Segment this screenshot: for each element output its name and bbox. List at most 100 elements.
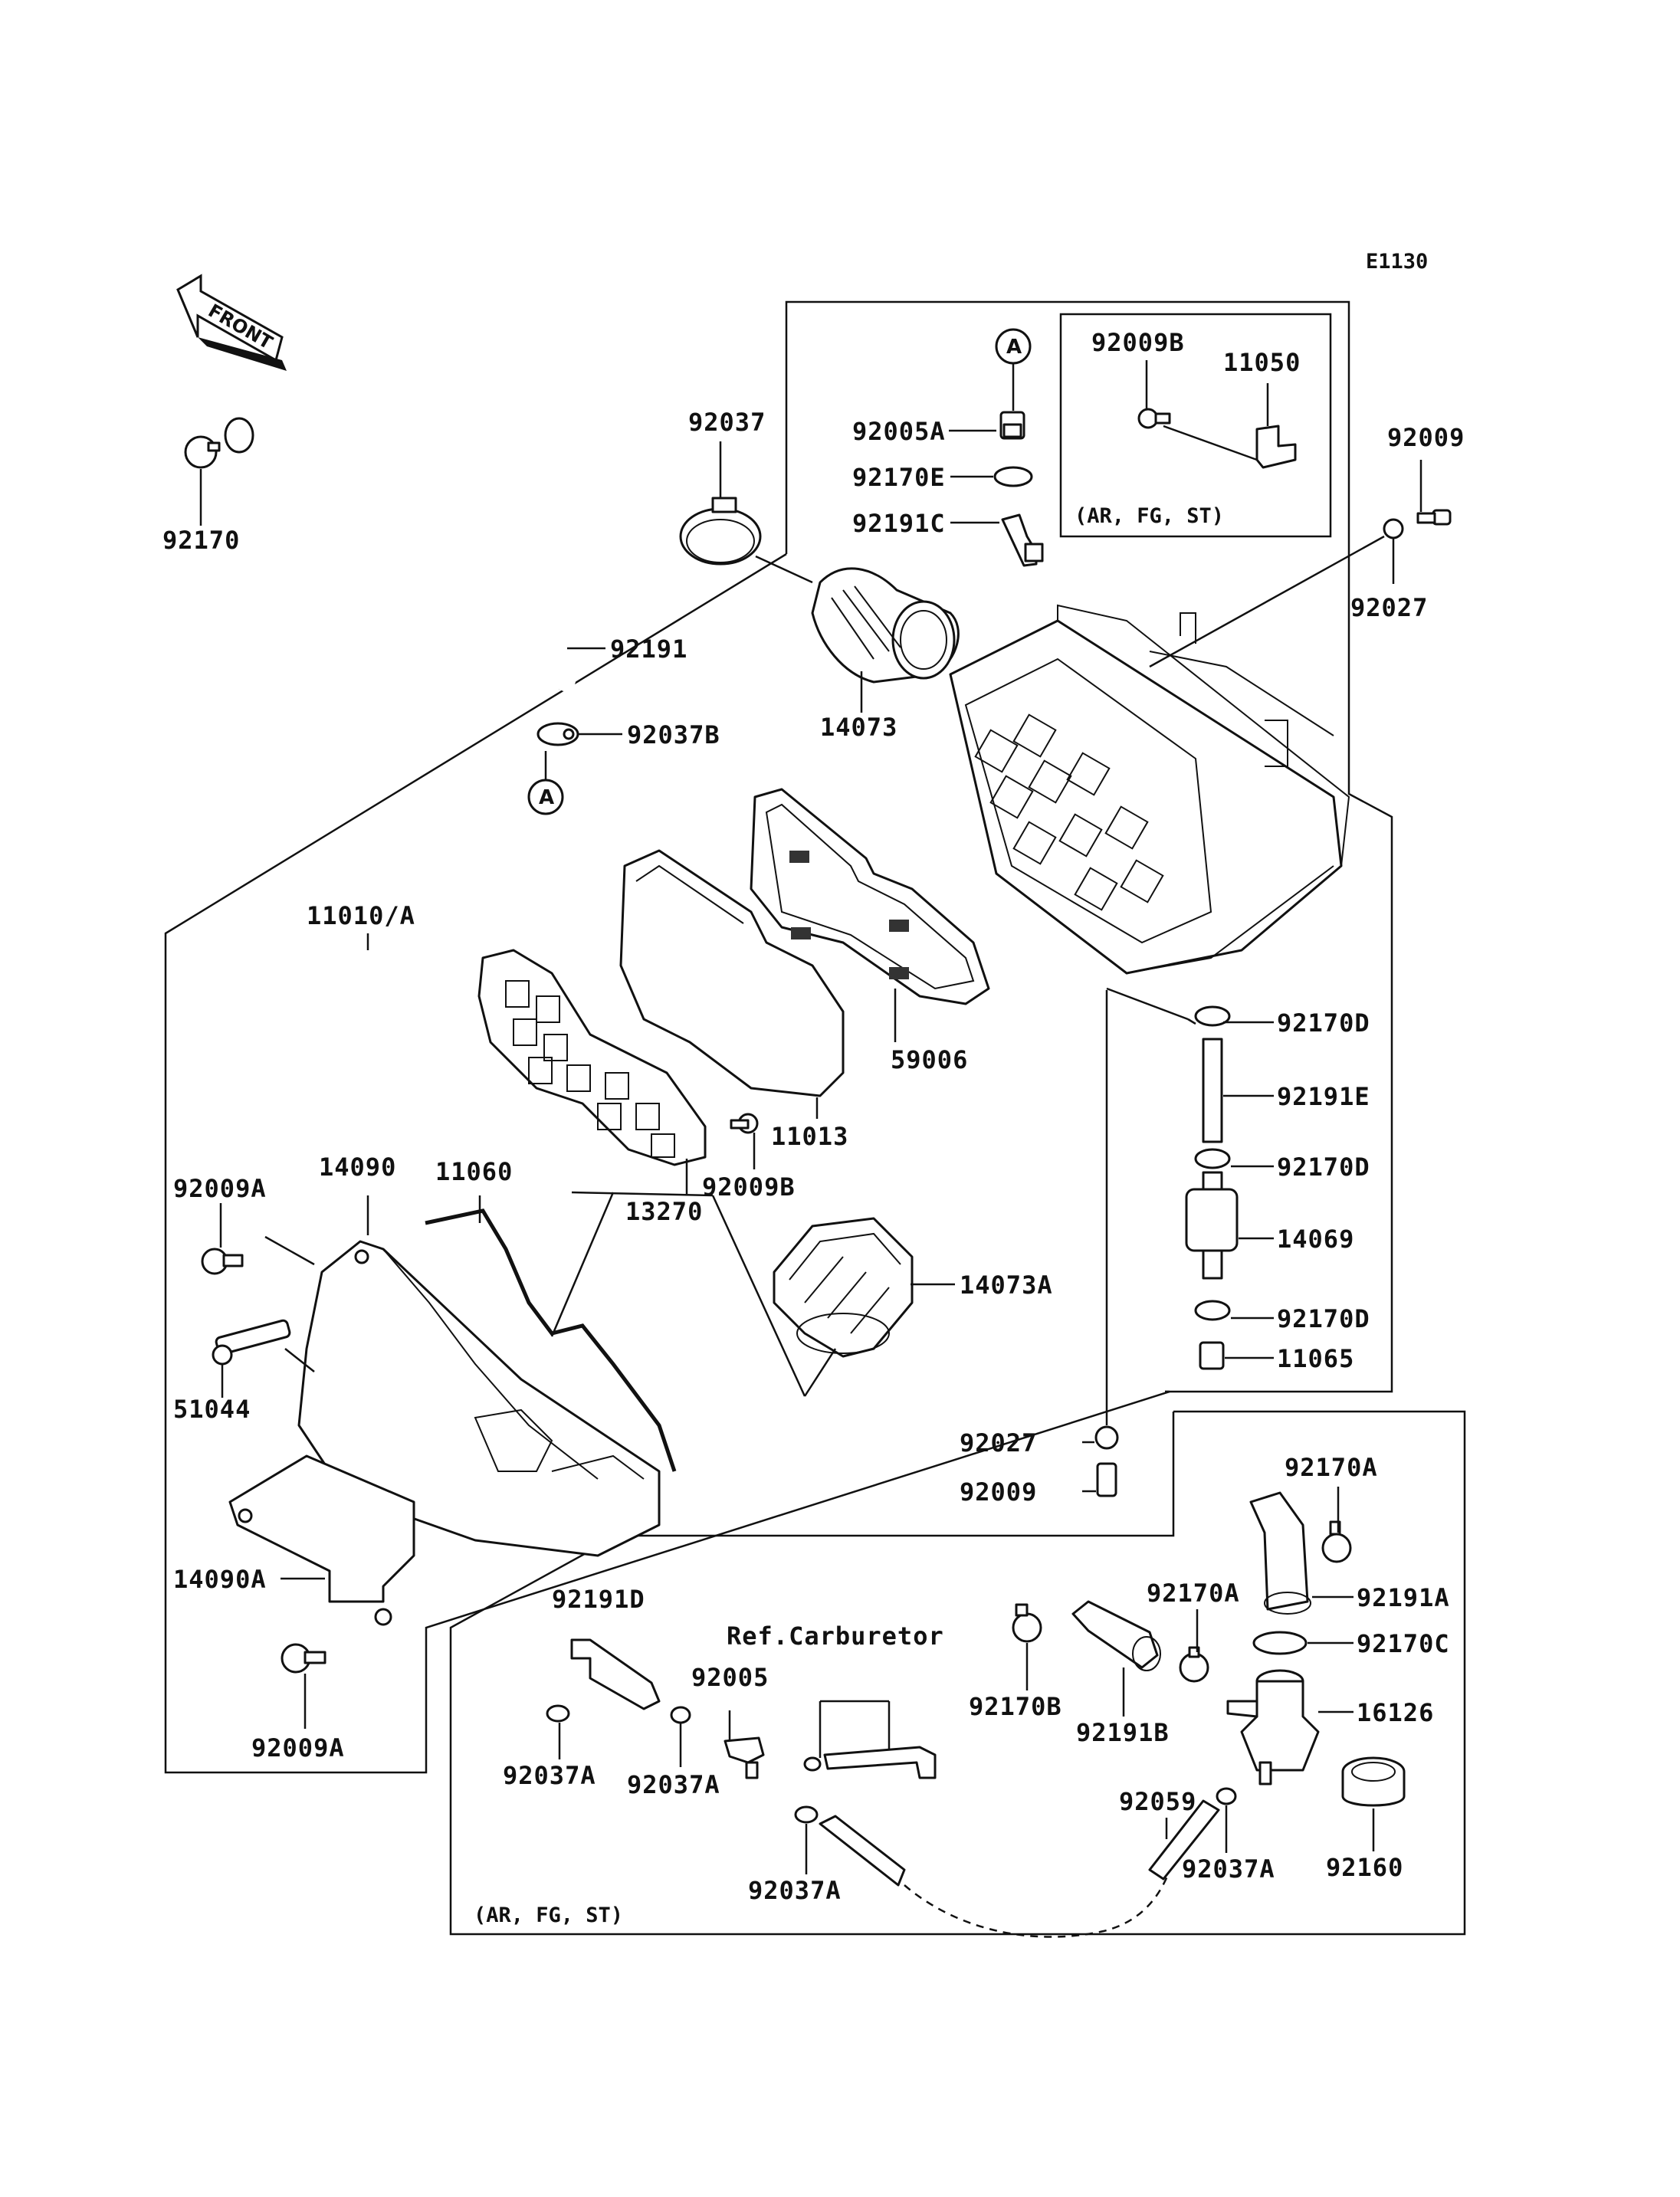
- label-14090: 14090: [319, 1153, 396, 1182]
- dashed-hose-route: [904, 1861, 1174, 1938]
- hose-92191C-icon: [1001, 513, 1044, 567]
- clamp-92037-icon: [679, 497, 762, 566]
- air-cleaner-case-14090: [297, 1240, 661, 1557]
- label-92009A-bot: 92009A: [251, 1733, 345, 1763]
- front-arrow-icon: FRONT: [176, 274, 287, 371]
- tube-92191E-icon: [1202, 1038, 1223, 1143]
- label-11013: 11013: [771, 1122, 848, 1151]
- bracket-11050-icon: [1255, 425, 1297, 469]
- bolt-92009-top-icon: [1416, 509, 1452, 526]
- duct-14073: [811, 567, 960, 684]
- filter-holder-13270: [477, 949, 707, 1166]
- gasket-11060: [425, 1208, 677, 1472]
- label-92009-top: 92009: [1387, 423, 1465, 452]
- bolt-92009B-mid-icon: [730, 1113, 759, 1134]
- clamp-92170E-icon: [993, 466, 1033, 487]
- label-92027-top: 92027: [1350, 593, 1428, 622]
- label-92191: 92191: [610, 635, 687, 664]
- leader-lines: [199, 360, 1422, 1874]
- label-92191A: 92191A: [1357, 1583, 1450, 1612]
- label-92005: 92005: [691, 1663, 769, 1692]
- valve-16126: [1226, 1669, 1320, 1785]
- label-92170D-2: 92170D: [1277, 1153, 1370, 1182]
- bolt-92009B-inset-icon: [1137, 408, 1171, 429]
- label-92160: 92160: [1326, 1853, 1403, 1882]
- label-92037A-4: 92037A: [1182, 1854, 1275, 1884]
- label-14073A: 14073A: [960, 1271, 1053, 1300]
- filter-14069-icon: [1185, 1171, 1239, 1280]
- label-11050: 11050: [1223, 348, 1301, 377]
- inset-ar-fg-st-top: [1059, 313, 1332, 538]
- label-92005A: 92005A: [852, 417, 946, 446]
- bolt-92009A-bot-icon: [281, 1643, 326, 1674]
- drain-plug-51044-icon: [212, 1319, 291, 1366]
- hose-92191: [224, 382, 582, 694]
- label-16126: 16126: [1357, 1698, 1434, 1727]
- label-14069: 14069: [1277, 1225, 1354, 1254]
- label-92037B: 92037B: [627, 720, 720, 749]
- label-11065: 11065: [1277, 1344, 1354, 1373]
- label-92037: 92037: [688, 408, 766, 437]
- label-92009B-mid: 92009B: [702, 1172, 796, 1202]
- hose-92191D-icon: [570, 1638, 661, 1710]
- label-92170E: 92170E: [852, 463, 946, 492]
- clamp-92037B-icon: [536, 722, 579, 746]
- label-92170B: 92170B: [969, 1692, 1062, 1721]
- duct-14073A: [773, 1217, 914, 1358]
- clamp-92170B-icon: [1012, 1603, 1042, 1643]
- washer-92027-bot-icon: [1094, 1425, 1119, 1450]
- label-92170A-2: 92170A: [1147, 1579, 1240, 1608]
- label-92191B: 92191B: [1076, 1718, 1170, 1747]
- label-92191E: 92191E: [1277, 1082, 1370, 1111]
- label-14090A: 14090A: [173, 1565, 267, 1594]
- label-11060: 11060: [435, 1157, 513, 1186]
- hose-92059-icon: [1148, 1799, 1220, 1881]
- air-cleaner-housing: [949, 604, 1350, 975]
- region-note-top: (AR, FG, ST): [1075, 504, 1224, 528]
- label-51044: 51044: [173, 1395, 251, 1424]
- label-92170C: 92170C: [1357, 1629, 1450, 1658]
- group-frames: [164, 300, 1466, 1936]
- callout-labels: 92170 92191 92037B 92037 92005A 92170E 9…: [162, 328, 1465, 1927]
- label-14073: 14073: [820, 713, 897, 742]
- bracket-14090A: [228, 1454, 415, 1626]
- filter-frame-59006: [750, 788, 990, 1005]
- washer-92027-top-icon: [1383, 518, 1404, 539]
- label-59006: 59006: [891, 1045, 968, 1074]
- diagram-code: E1130: [1366, 250, 1428, 274]
- hose-92191B-icon: [1071, 1600, 1161, 1671]
- filter-sponge-11013: [619, 849, 845, 1097]
- clamp-92170C-icon: [1252, 1631, 1308, 1655]
- clamp-92037A-4-icon: [1216, 1787, 1237, 1805]
- label-92037A-3: 92037A: [748, 1876, 842, 1905]
- label-92059: 92059: [1119, 1787, 1196, 1816]
- hose-92191A-icon: [1249, 1491, 1311, 1615]
- label-92170: 92170: [162, 526, 240, 555]
- hose-lower-icon: [819, 1815, 906, 1887]
- label-92037A-1: 92037A: [503, 1761, 596, 1790]
- clamp-92170D-1-icon: [1194, 1005, 1231, 1027]
- marker-a-top: A: [995, 328, 1032, 365]
- label-92170D-3: 92170D: [1277, 1304, 1370, 1333]
- clamp-92170A-2-icon: [1179, 1646, 1209, 1683]
- bolt-92009A-top-icon: [201, 1248, 244, 1275]
- label-92191C: 92191C: [852, 509, 946, 538]
- bolt-92009-bot-icon: [1096, 1462, 1117, 1497]
- label-92009A-top: 92009A: [173, 1174, 267, 1203]
- label-13270: 13270: [625, 1197, 703, 1226]
- region-note-bottom: (AR, FG, ST): [474, 1904, 623, 1927]
- label-92170A-1: 92170A: [1285, 1453, 1378, 1482]
- label-92037A-2: 92037A: [627, 1770, 720, 1799]
- clamp-92170D-3-icon: [1194, 1300, 1231, 1321]
- marker-a-top-text: A: [1006, 336, 1022, 359]
- cap-92005A-icon: [999, 411, 1025, 440]
- clamp-92170-icon: [184, 435, 221, 469]
- label-92009B-top: 92009B: [1091, 328, 1185, 357]
- clamp-92037A-2-icon: [670, 1706, 691, 1724]
- label-11010A: 11010/A: [307, 901, 415, 930]
- label-92009-bot: 92009: [960, 1477, 1037, 1507]
- ref-carburetor-hose: [803, 1746, 937, 1779]
- marker-a-left-text: A: [539, 786, 554, 809]
- clamp-92037A-3-icon: [794, 1805, 819, 1824]
